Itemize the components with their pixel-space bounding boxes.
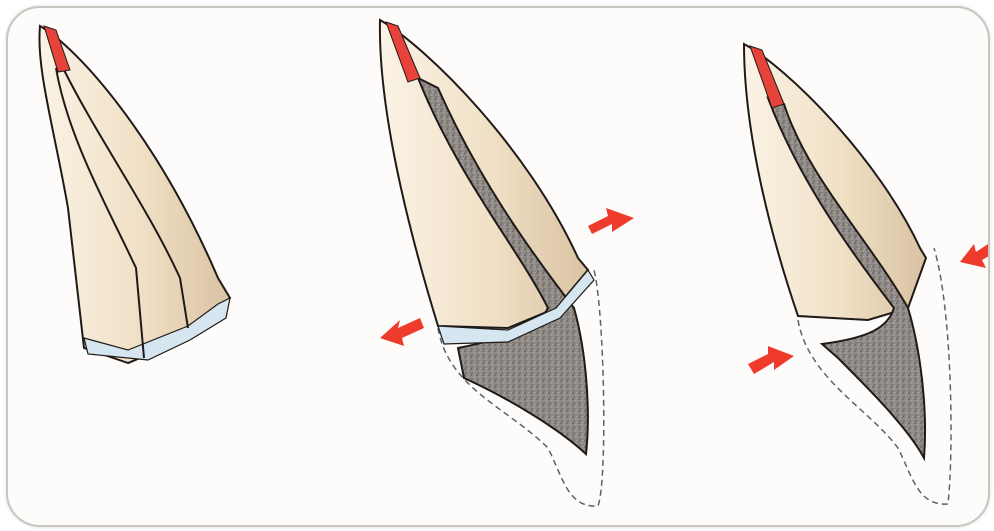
panel-intact-tooth (39, 26, 230, 363)
arrow-outward-right (588, 208, 634, 234)
panel-contracted-post-core (744, 44, 988, 504)
arrow-inward-left (748, 346, 794, 374)
arrow-inward-right (960, 240, 988, 268)
figure-frame (6, 6, 990, 527)
arrow-outward-left (380, 318, 424, 346)
tooth-diagram (8, 8, 988, 525)
panel-expanded-post-core (380, 20, 634, 506)
